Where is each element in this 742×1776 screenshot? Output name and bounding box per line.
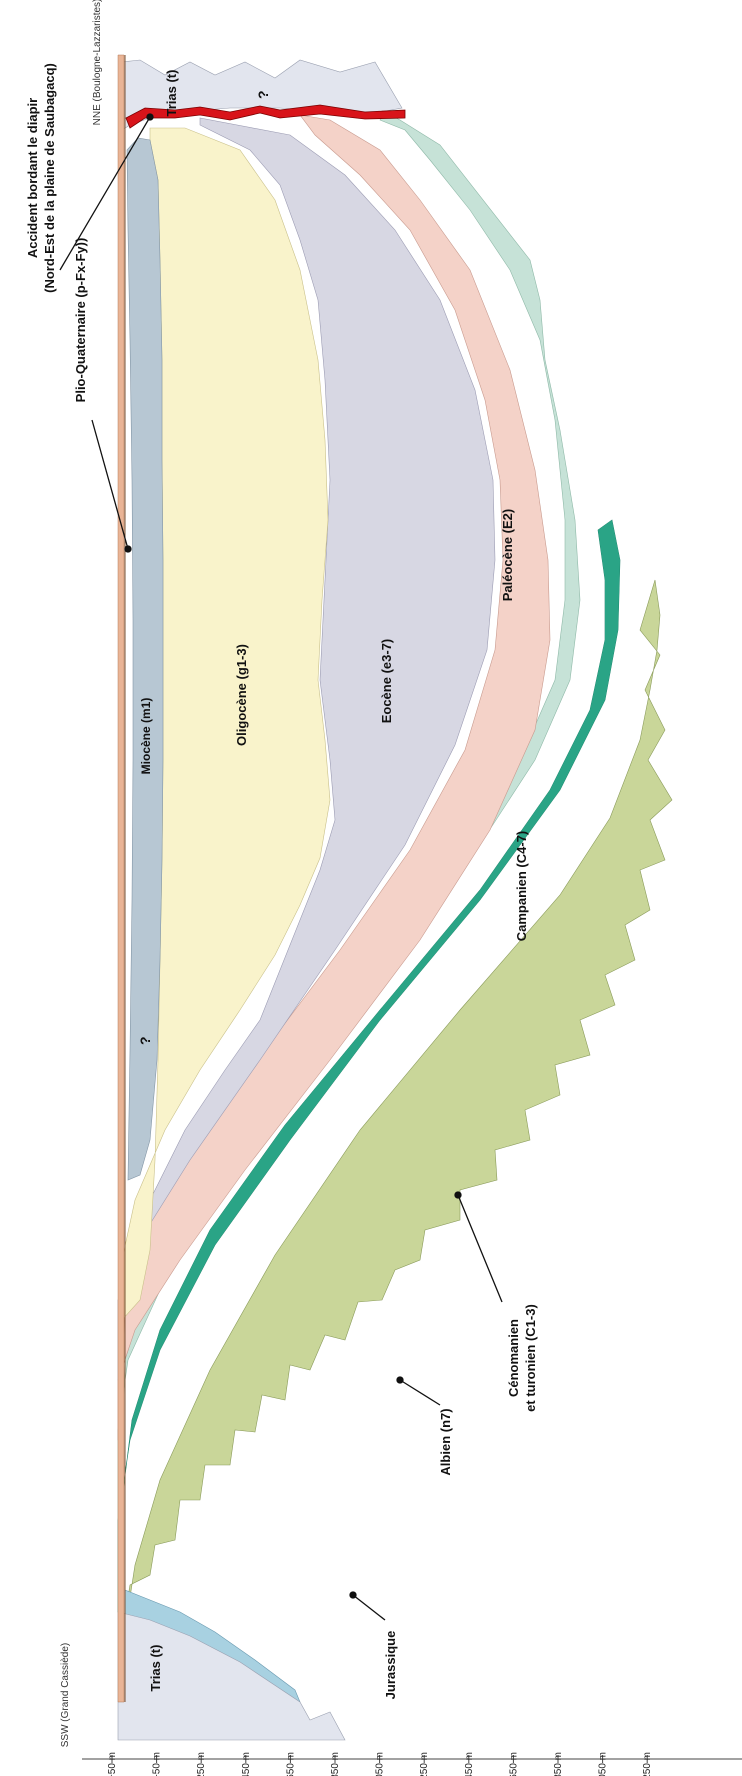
depth-tick-label: -650 m	[285, 1752, 296, 1776]
depth-tick-label: -450 m	[241, 1752, 252, 1776]
label-accident-2: (Nord-Est de la plaine de Saubagacq)	[42, 63, 57, 293]
depth-tick-label: -250 m	[196, 1752, 207, 1776]
accident-dot	[147, 114, 153, 120]
label-plio-quaternaire: Plio-Quaternaire (p-Fx-Fy))	[73, 238, 88, 403]
section-end-right: NNE (Boulogne-Lazzaristes)	[92, 0, 103, 125]
depth-axis-ticks: +50 m -50 m -250 m -450 m -650 m -850 m -1050 …	[107, 1752, 653, 1776]
albien-dot	[397, 1377, 403, 1383]
depth-axis: +50 m -50 m -250 m -450 m -650 m -850 m -1050 …	[82, 1752, 742, 1776]
label-trias-bottom: Trias (t)	[148, 1645, 163, 1692]
label-miocene: Miocène (m1)	[139, 698, 153, 775]
label-albien: Albien (n7)	[438, 1408, 453, 1475]
question-mark-top: ?	[255, 90, 271, 99]
depth-tick-label: +50 m	[107, 1752, 118, 1776]
label-oligocene: Oligocène (g1-3)	[234, 644, 249, 746]
jurassique-leader	[353, 1595, 385, 1620]
depth-tick-label: -1850 m	[553, 1752, 564, 1776]
miocene-layer	[127, 138, 163, 1180]
depth-tick-label: -1450 m	[464, 1752, 475, 1776]
cenomanien-dot	[455, 1192, 461, 1198]
label-cenomanien-2: et turonien (C1-3)	[523, 1304, 538, 1412]
label-trias-top: Trias (t)	[164, 70, 179, 117]
depth-tick-label: -1250 m	[419, 1752, 430, 1776]
label-jurassique: Jurassique	[383, 1631, 398, 1700]
jurassique-dot	[350, 1592, 356, 1598]
depth-tick-label: -1650 m	[508, 1752, 519, 1776]
depth-tick-label: -50 m	[152, 1752, 163, 1776]
section-end-left: SSW (Grand Cassiède)	[60, 1643, 71, 1747]
label-paleocene: Paléocène (E2)	[500, 509, 515, 602]
albien-leader	[400, 1380, 440, 1405]
cenomanien-leader	[458, 1195, 502, 1302]
plio-quaternaire-layer	[118, 55, 124, 1702]
label-campanien: Campanien (C4-7)	[514, 831, 529, 942]
depth-tick-label: -2250 m	[642, 1752, 653, 1776]
depth-tick-label: -2050 m	[598, 1752, 609, 1776]
question-mark-bottom: ?	[137, 1036, 153, 1045]
depth-tick-label: -1050 m	[375, 1752, 386, 1776]
label-cenomanien-1: Cénomanien	[506, 1319, 521, 1397]
plio-dot	[125, 546, 131, 552]
label-accident-1: Accident bordant le diapir	[25, 98, 40, 258]
depth-tick-label: -850 m	[330, 1752, 341, 1776]
label-eocene: Eocène (e3-7)	[379, 639, 394, 724]
